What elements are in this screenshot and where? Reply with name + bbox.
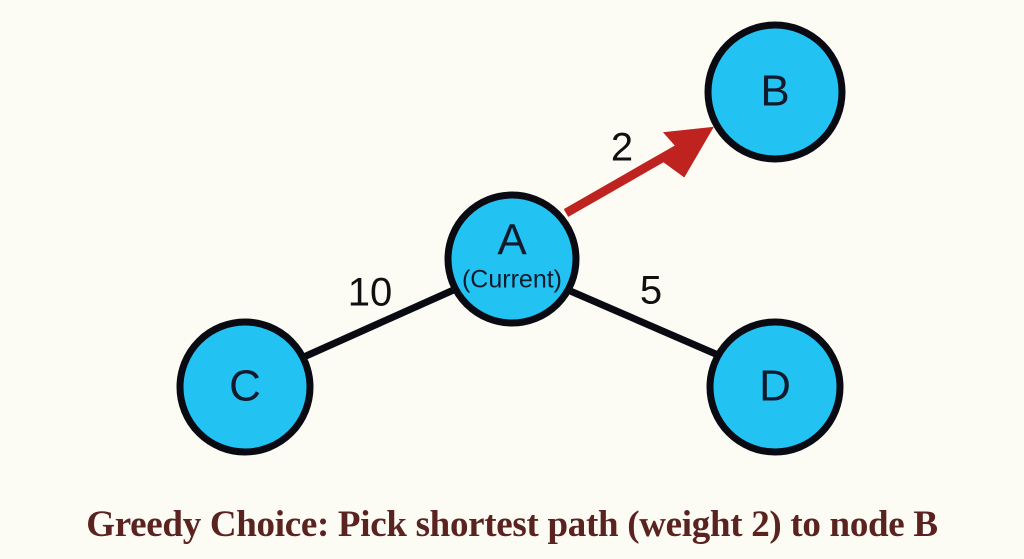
edge-line-a-b [563,138,693,217]
edge-weight-label-c-a: 10 [348,271,393,315]
diagram-caption: Greedy Choice: Pick shortest path (weigh… [86,504,938,545]
node-c-label: C [229,362,261,411]
node-a[interactable]: A (Current) [444,191,580,327]
node-d-label: D [759,362,791,411]
edge-line-c-a [302,284,462,360]
edge-line-a-d [564,286,722,359]
node-a-sublabel: (Current) [462,266,562,294]
node-b-label: B [760,67,789,116]
node-a-label: A [497,216,527,265]
edge-weight-label-a-b: 2 [611,126,633,170]
edge-weight-label-a-d: 5 [640,269,662,313]
edge-a-d: 5 [564,269,722,359]
node-d-circle[interactable] [706,318,844,456]
edge-c-a: 10 [302,271,462,360]
node-b[interactable]: B [704,21,846,163]
node-c[interactable]: C [176,318,314,456]
node-b-circle[interactable] [704,21,846,163]
edge-a-b-highlighted: 2 [563,126,714,217]
node-c-circle[interactable] [176,318,314,456]
node-a-circle[interactable] [444,191,580,327]
arrow-head-icon [660,126,714,178]
node-d[interactable]: D [706,318,844,456]
